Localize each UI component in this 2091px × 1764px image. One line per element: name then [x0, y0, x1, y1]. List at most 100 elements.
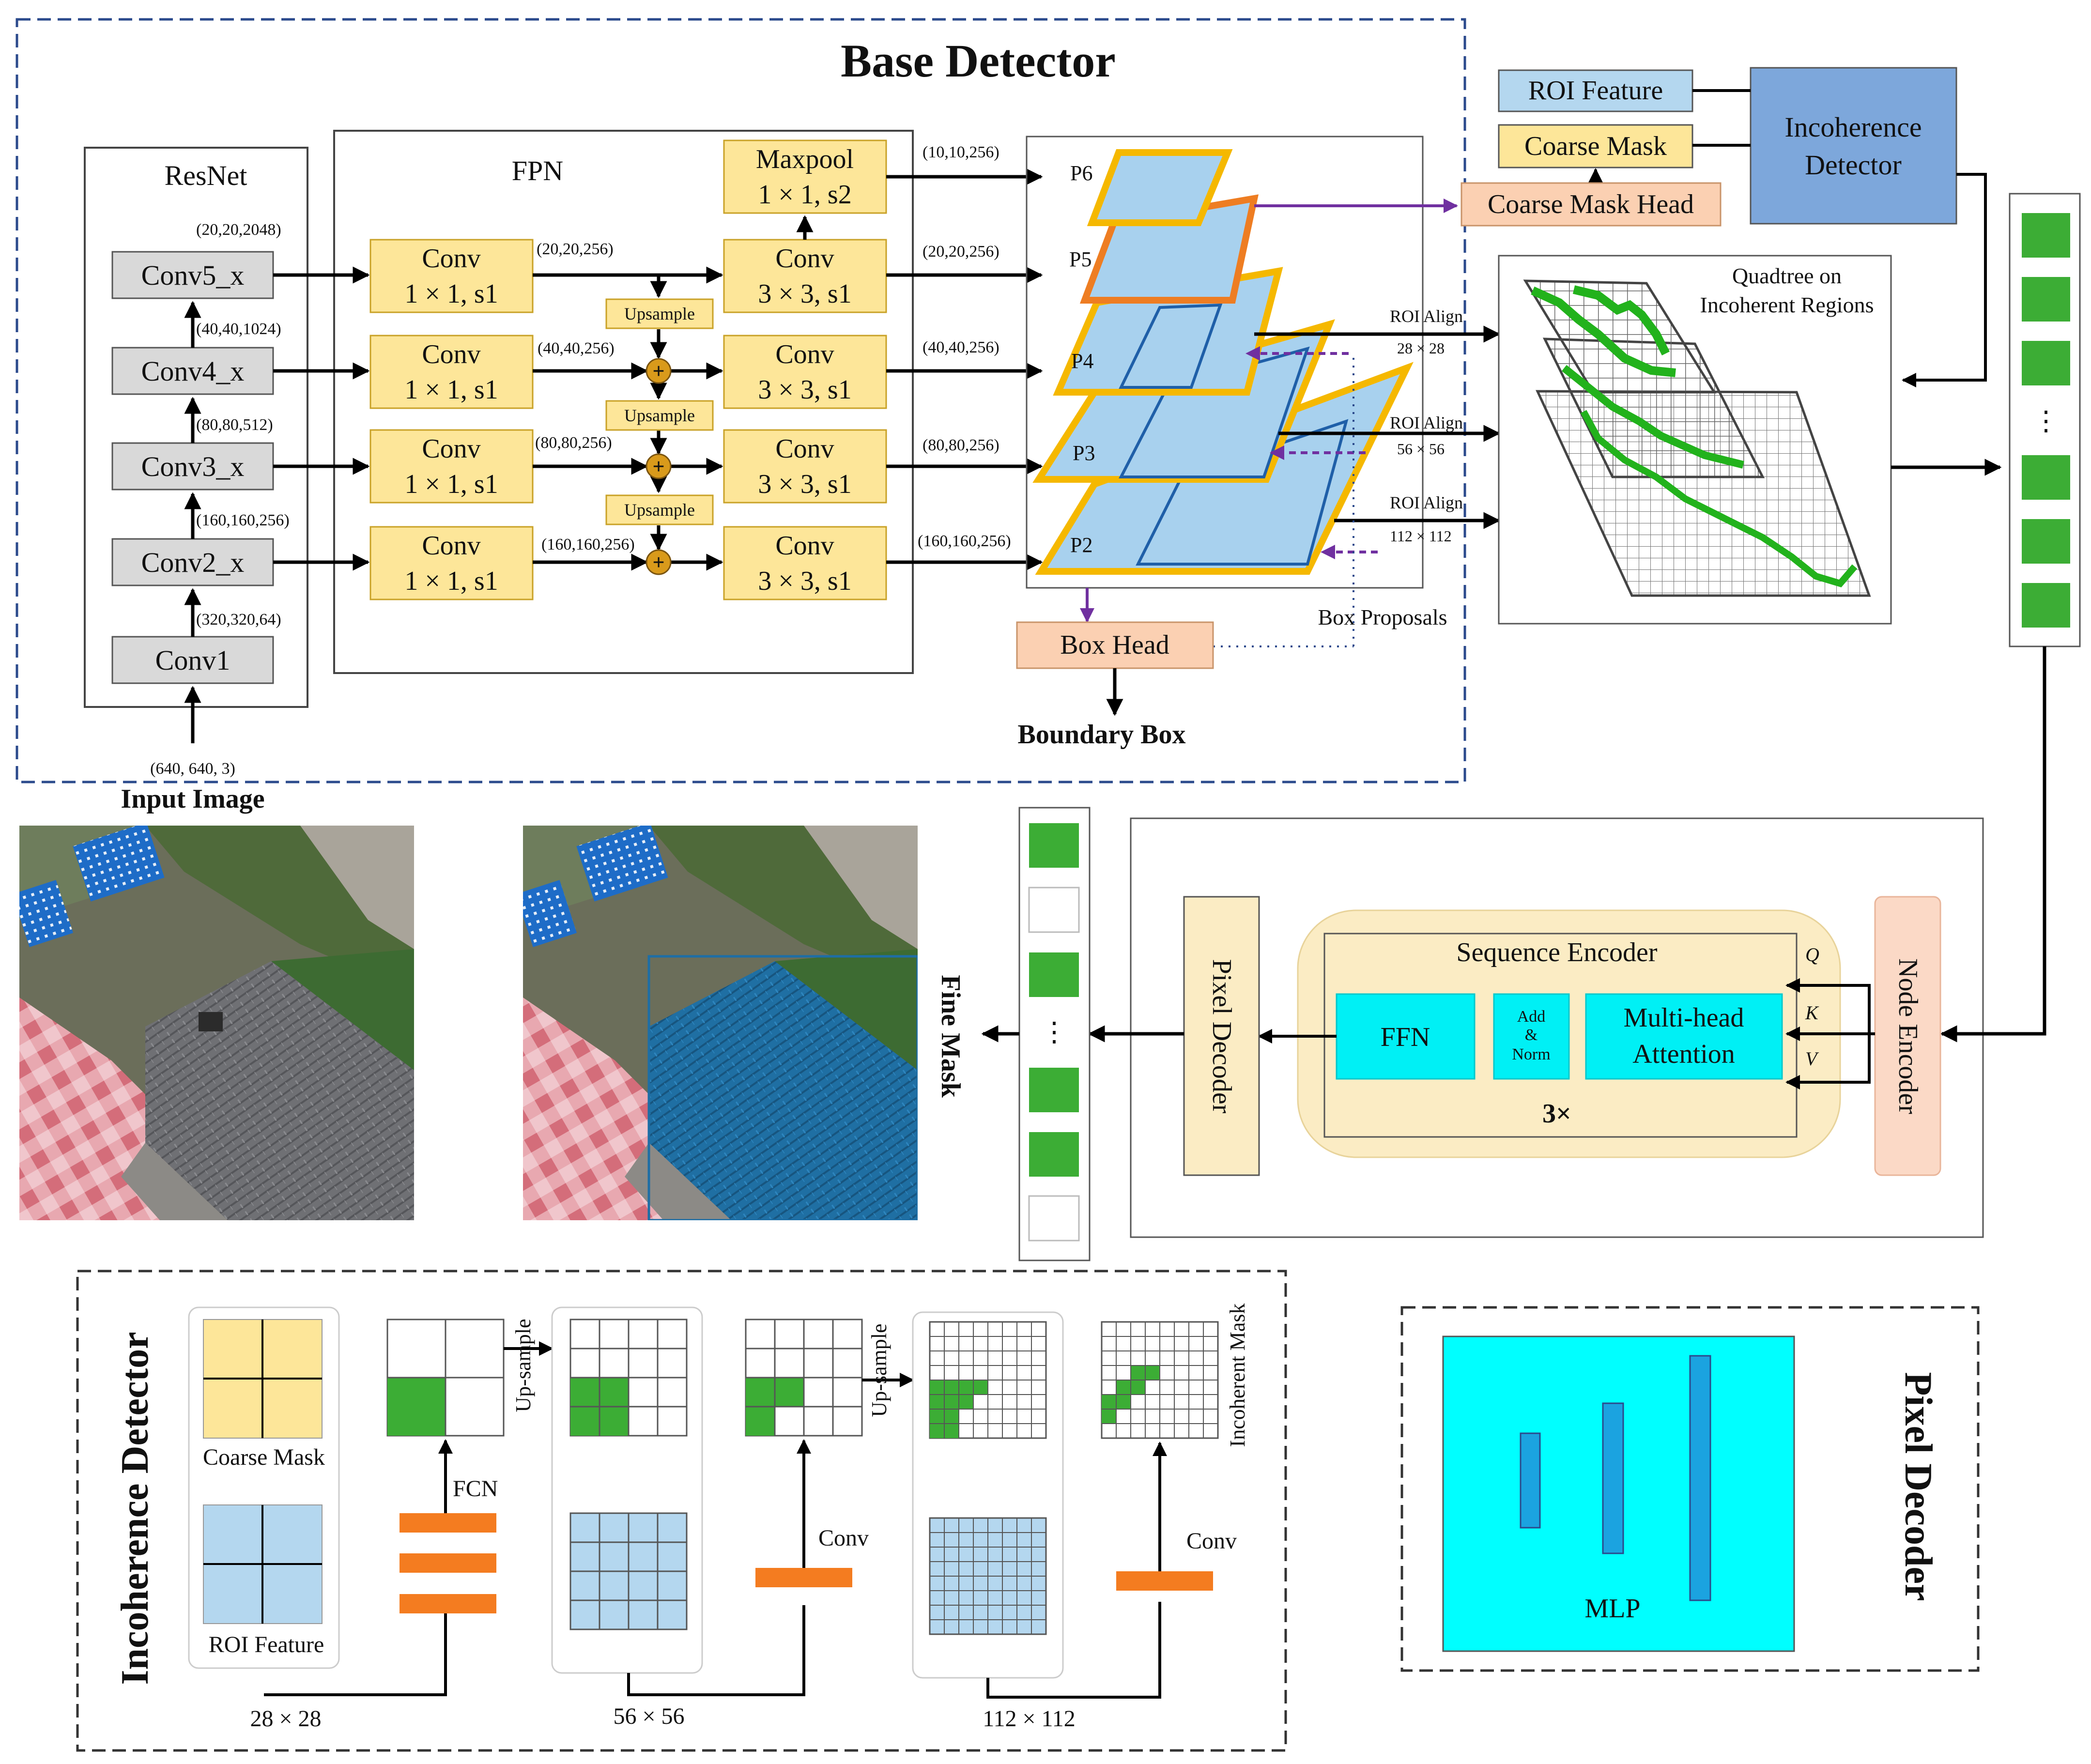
output-shape-p5: (20,20,256): [922, 243, 999, 261]
output-column-ellipsis: ⋮: [1041, 1017, 1068, 1047]
lateral-shape-2: (40,40,256): [538, 339, 615, 357]
conv1-box: [111, 636, 274, 684]
fine-mask-label: Fine Mask: [936, 975, 966, 1098]
ffn-box: [1336, 993, 1476, 1080]
add-norm-line1: Add: [1517, 1008, 1546, 1026]
smooth-conv-1: [723, 239, 887, 313]
input-photo: [19, 826, 414, 1220]
incoherent-path-bottom: [1580, 410, 1858, 588]
panel-coarse-mask-label: Coarse Mask: [203, 1444, 325, 1470]
smooth-conv-4-sub: 3 × 3, s1: [758, 566, 851, 596]
node-encoder-label: Node Encoder: [1893, 958, 1923, 1114]
plus-nodes: + + +: [646, 358, 672, 575]
incoherent-mask-label: Incoherent Mask: [1226, 1304, 1249, 1447]
add-norm-line2: &: [1525, 1026, 1538, 1044]
mlp-layer-1: [1520, 1432, 1541, 1529]
coarse-mask-head-label: Coarse Mask Head: [1488, 189, 1694, 219]
output-shape-p6: (10,10,256): [922, 143, 999, 161]
refinement-panel: [1130, 817, 1984, 1238]
fcn-label: FCN: [453, 1476, 498, 1502]
incoherent-path-middle: [1562, 365, 1744, 469]
roi-align-size-2: 56 × 56: [1397, 440, 1445, 458]
plus-2: [646, 453, 672, 479]
level-p4: P4: [1071, 349, 1093, 373]
smooth-conv-3-sub: 3 × 3, s1: [758, 469, 851, 499]
fcn-bar-2: [400, 1553, 496, 1573]
lateral-shape-1: (20,20,256): [537, 240, 614, 258]
conv-bar-56: [755, 1568, 852, 1587]
resnet-shape-2: (160,160,256): [196, 511, 290, 529]
v-label: V: [1805, 1048, 1819, 1070]
smooth-conv-3-title: Conv: [775, 434, 834, 464]
resnet-stages: Conv5_x Conv4_x Conv3_x Conv2_x Conv1: [111, 251, 274, 684]
roi-box-p2: [1136, 419, 1349, 566]
level-p6: P6: [1070, 161, 1092, 185]
pixel-decoder-box: [1183, 896, 1260, 1176]
smooth-conv-2-sub: 3 × 3, s1: [758, 375, 851, 405]
ffn-label: FFN: [1381, 1022, 1430, 1052]
output-shape-p2: (160,160,256): [918, 532, 1011, 550]
resnet-panel: [84, 147, 308, 708]
smooth-conv-4: [723, 526, 887, 600]
output-token-empty: [1028, 1195, 1080, 1242]
node-tokens: [2022, 213, 2070, 628]
box-head-label: Box Head: [1060, 630, 1169, 660]
conv2-label: Conv2_x: [141, 547, 245, 578]
output-photo: [523, 826, 918, 1220]
lateral-conv-4-title: Conv: [422, 531, 480, 561]
pixel-decoder-panel-title: Pixel Decoder: [1897, 1372, 1939, 1601]
upsample-3: [605, 494, 714, 525]
plus-1: [646, 358, 672, 384]
maxpool-title: Maxpool: [756, 144, 854, 174]
repeat-label: 3×: [1542, 1099, 1571, 1129]
pixel-decoder-label: Pixel Decoder: [1207, 959, 1237, 1114]
conv2-box: [111, 538, 274, 586]
plus-1-glyph: +: [652, 359, 664, 383]
base-detector-title: Base Detector: [841, 35, 1116, 87]
smooth-conv-1-title: Conv: [775, 244, 834, 274]
upsample-1: [605, 298, 714, 329]
smooth-conv-3: [723, 429, 887, 504]
size-28-label: 28 × 28: [250, 1706, 321, 1732]
lateral-conv-3: [369, 429, 534, 504]
conv5-box: [111, 251, 274, 299]
upsample-blocks: Upsample Upsample Upsample: [605, 298, 714, 525]
mlp-layer-3: [1689, 1355, 1711, 1601]
node-token: [2022, 455, 2070, 500]
incoherence-panel-frame: [76, 1270, 1287, 1752]
smooth-conv-2-title: Conv: [775, 339, 834, 369]
output-shape-p3: (80,80,256): [922, 436, 999, 454]
upsample-label-1: Up-sample: [511, 1319, 535, 1412]
pyramid-panel: [1026, 136, 1424, 589]
add-norm-box: [1493, 993, 1570, 1080]
upsample-1-label: Upsample: [624, 304, 695, 323]
lateral-conv-4-sub: 1 × 1, s1: [404, 566, 498, 596]
conv5-label: Conv5_x: [141, 260, 245, 291]
lateral-conv-3-title: Conv: [422, 434, 480, 464]
multihead-line2: Attention: [1632, 1039, 1735, 1069]
resnet-shape-5: (20,20,2048): [196, 221, 281, 239]
upsample-label-2: Up-sample: [867, 1323, 891, 1417]
sequence-encoder-title: Sequence Encoder: [1456, 937, 1657, 967]
lateral-conv-2-sub: 1 × 1, s1: [404, 375, 498, 405]
level-p3: P3: [1073, 441, 1095, 465]
output-column: [1018, 807, 1091, 1261]
resnet-shape-3: (80,80,512): [196, 416, 273, 434]
coarse-mask-head-box: [1461, 182, 1722, 227]
roi-feature-label: ROI Feature: [1528, 76, 1663, 106]
conv3-box: [111, 442, 274, 491]
feature-pyramid: [1032, 149, 1414, 575]
node-column-ellipsis: ⋮: [2032, 406, 2060, 436]
multihead-attention-box: [1585, 993, 1783, 1080]
size-112-label: 112 × 112: [983, 1706, 1076, 1732]
size-56-label: 56 × 56: [613, 1703, 684, 1729]
lateral-shape-4: (160,160,256): [541, 536, 635, 553]
fcn-bar-3: [400, 1594, 496, 1613]
add-norm-line3: Norm: [1512, 1045, 1550, 1063]
node-token: [2022, 583, 2070, 628]
smooth-conv-1-sub: 3 × 3, s1: [758, 279, 851, 309]
fpn-panel: [333, 130, 914, 674]
node-encoder-box: [1874, 896, 1941, 1176]
roi-align-size-1: 28 × 28: [1397, 339, 1445, 357]
lateral-conv-1-title: Conv: [422, 244, 480, 274]
